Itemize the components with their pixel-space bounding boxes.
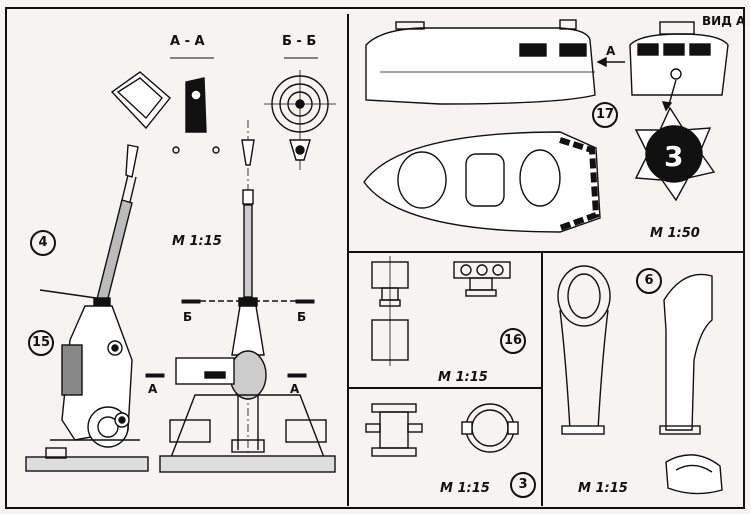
arrow-a-label: А xyxy=(606,44,616,58)
scale-periscope: М 1:15 xyxy=(172,234,222,249)
cut-b-right-label: Б xyxy=(297,310,307,324)
periscope-front-view xyxy=(159,120,336,473)
section-aa-title: А - А xyxy=(170,34,205,49)
star-emblem xyxy=(634,106,716,202)
callout-4: 4 xyxy=(30,230,56,256)
conning-tower-side-view xyxy=(365,19,625,105)
section-bb-title: Б - Б xyxy=(282,34,317,49)
scale-boat: М 1:50 xyxy=(650,226,700,241)
callout-3: 3 xyxy=(510,472,536,498)
star-number: 3 xyxy=(664,140,684,173)
cut-b-left-label: Б xyxy=(183,310,193,324)
callout-17: 17 xyxy=(592,102,618,128)
part-6-drawing xyxy=(557,265,723,495)
part-16-drawing xyxy=(371,256,511,366)
callout-16: 16 xyxy=(500,328,526,354)
periscope-side-view xyxy=(25,144,149,472)
conning-tower-front-view xyxy=(629,21,729,112)
section-bb-detail xyxy=(264,57,336,170)
scale-part-3: М 1:15 xyxy=(440,481,490,496)
section-aa-detail xyxy=(110,57,220,154)
scale-part-6: М 1:15 xyxy=(578,481,628,496)
callout-6: 6 xyxy=(636,268,662,294)
conning-tower-top-view xyxy=(363,131,601,233)
scale-part-16: М 1:15 xyxy=(438,370,488,385)
callout-15: 15 xyxy=(28,330,54,356)
part-3-drawing xyxy=(365,403,519,457)
view-a-title: ВИД А xyxy=(702,14,746,28)
cut-markers xyxy=(145,299,315,378)
cut-a-left-label: А xyxy=(148,382,158,396)
cut-a-right-label: А xyxy=(290,382,300,396)
